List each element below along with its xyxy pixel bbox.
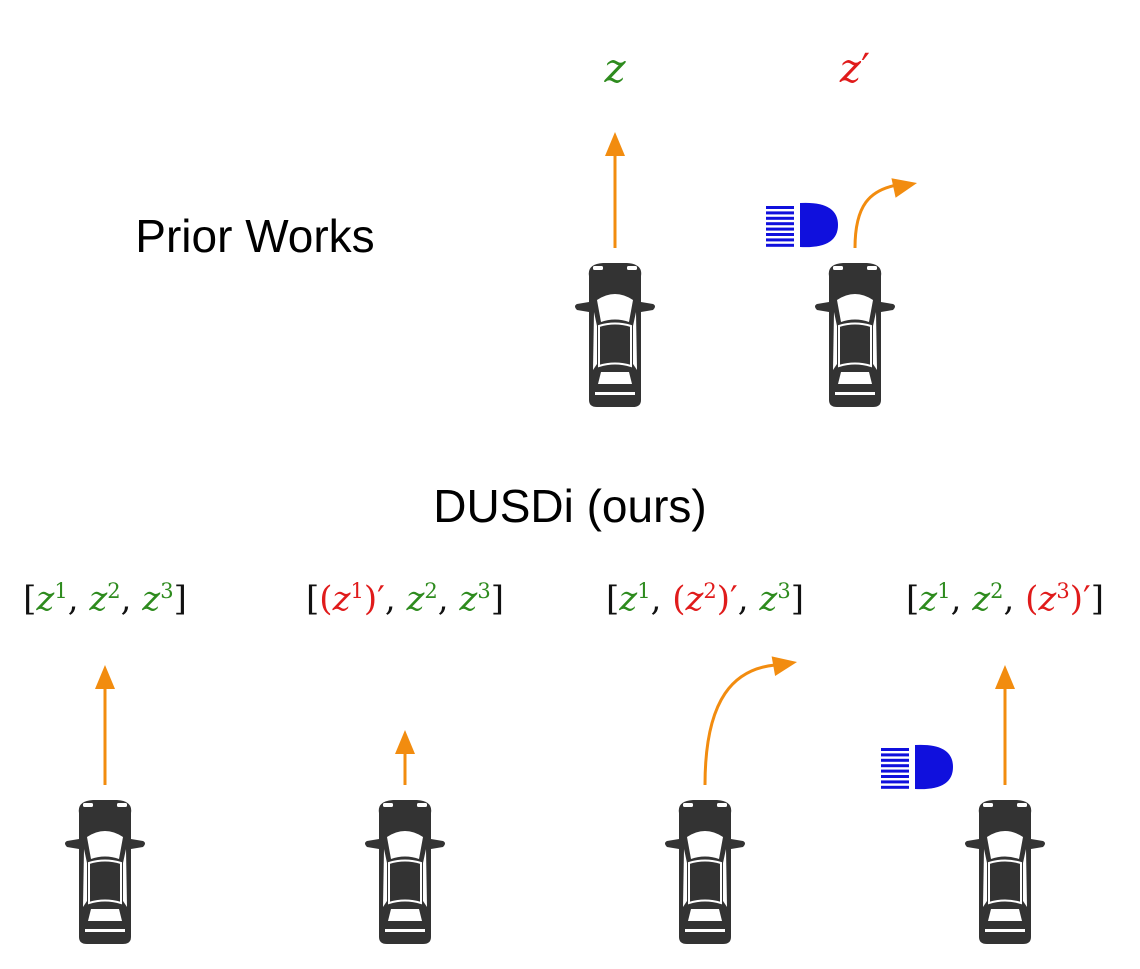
- skill-label-part: z: [405, 579, 425, 619]
- skill-label-part: [: [606, 579, 619, 619]
- skill-label-part: 3: [477, 579, 490, 603]
- skill-label-part: z: [1037, 579, 1057, 619]
- car-icon: [574, 262, 656, 408]
- skill-label-part: (: [1025, 579, 1038, 619]
- skill-label-part: z: [839, 46, 862, 92]
- car-icon: [64, 799, 146, 945]
- skill-label-part: )′: [717, 579, 738, 619]
- skill-label-part: 1: [637, 579, 650, 603]
- arrow-head-icon: [95, 665, 115, 689]
- skill-label-part: 2: [990, 579, 1003, 603]
- skill-label-part: 1: [54, 579, 67, 603]
- skill-label: [z1, (z2)′, z3]: [606, 579, 804, 619]
- skill-label-part: 1: [937, 579, 950, 603]
- skill-label-part: ]: [491, 579, 504, 619]
- skill-label-part: ,: [951, 579, 973, 619]
- skill-label-part: ,: [1004, 579, 1026, 619]
- skill-label-part: 2: [424, 579, 437, 603]
- skill-label-part: ,: [438, 579, 460, 619]
- skill-label-part: 1: [350, 579, 363, 603]
- vehicle: [64, 665, 146, 945]
- headlight-icon: [766, 202, 838, 248]
- skill-label-part: z: [332, 579, 352, 619]
- skill-label-part: z: [971, 579, 991, 619]
- skill-label-part: 3: [1056, 579, 1069, 603]
- skill-label-part: (: [319, 579, 332, 619]
- skill-label-part: ,: [385, 579, 407, 619]
- motion-arrow: [703, 663, 776, 786]
- skill-label-part: z: [35, 579, 55, 619]
- skill-label-part: 3: [777, 579, 790, 603]
- skill-label-part: z: [758, 579, 778, 619]
- skill-label-part: ]: [791, 579, 804, 619]
- skill-label-part: (: [672, 579, 685, 619]
- vehicle: [574, 132, 656, 408]
- skill-label: z: [603, 46, 626, 92]
- skill-label-part: z: [88, 579, 108, 619]
- skill-label: z′: [839, 46, 870, 92]
- skill-label-part: z: [458, 579, 478, 619]
- skill-label-part: z: [141, 579, 161, 619]
- prior-works-title: Prior Works: [135, 210, 374, 262]
- skill-label-part: ]: [174, 579, 187, 619]
- skill-label-part: [: [306, 579, 319, 619]
- vehicle: [664, 656, 797, 945]
- skill-label-part: ,: [121, 579, 143, 619]
- dusdi-title: DUSDi (ours): [433, 480, 706, 532]
- motion-arrow: [853, 183, 898, 249]
- skill-label-part: )′: [364, 579, 385, 619]
- skill-label-part: ′: [861, 46, 870, 92]
- vehicle: [881, 665, 1046, 945]
- arrow-head-icon: [771, 656, 797, 677]
- vehicle: [766, 178, 917, 408]
- arrow-head-icon: [395, 730, 415, 754]
- skill-label-part: ,: [651, 579, 673, 619]
- skill-label-part: z: [918, 579, 938, 619]
- skill-label-part: z: [684, 579, 704, 619]
- vehicle: [364, 730, 446, 945]
- skill-label-part: 2: [703, 579, 716, 603]
- skill-label-part: [: [906, 579, 919, 619]
- skill-label: [z1, z2, (z3)′]: [906, 579, 1104, 619]
- headlight-icon: [881, 744, 953, 790]
- skill-label-part: ,: [738, 579, 760, 619]
- skill-label: [(z1)′, z2, z3]: [306, 579, 504, 619]
- car-icon: [964, 799, 1046, 945]
- skill-label-part: )′: [1070, 579, 1091, 619]
- arrow-head-icon: [995, 665, 1015, 689]
- car-icon: [364, 799, 446, 945]
- skill-label-part: 3: [160, 579, 173, 603]
- car-icon: [664, 799, 746, 945]
- skill-label-part: z: [603, 46, 626, 92]
- skill-label-part: ,: [68, 579, 90, 619]
- skill-label: [z1, z2, z3]: [23, 579, 187, 619]
- skill-label-part: [: [23, 579, 36, 619]
- skill-label-part: ]: [1091, 579, 1104, 619]
- skill-label-part: 2: [107, 579, 120, 603]
- skill-label-part: z: [618, 579, 638, 619]
- car-icon: [814, 262, 896, 408]
- arrow-head-icon: [891, 178, 917, 198]
- arrow-head-icon: [605, 132, 625, 156]
